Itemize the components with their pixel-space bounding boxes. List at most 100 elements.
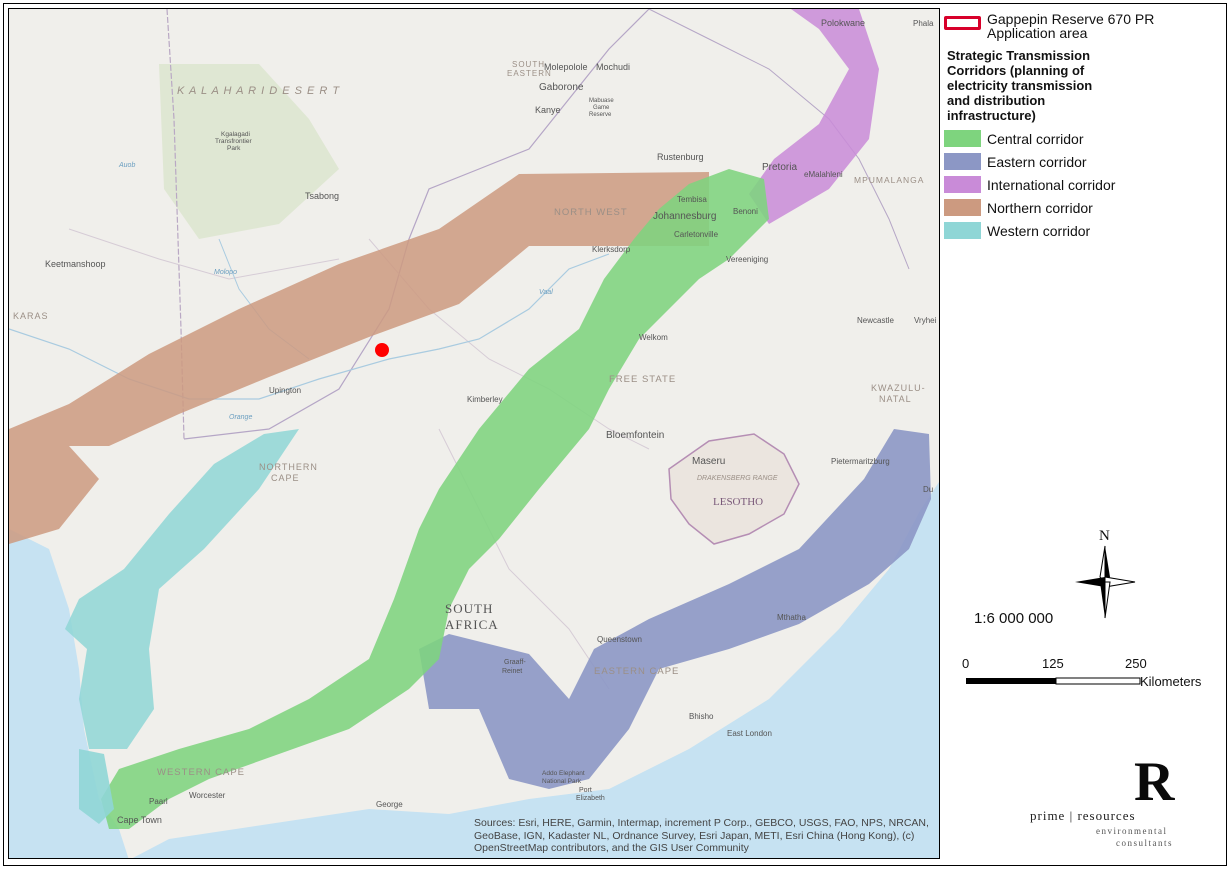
label-eastern-cape: EASTERN CAPE bbox=[594, 666, 679, 677]
label-kgalagadi-1: Kgalagadi bbox=[221, 131, 250, 138]
label-molopo-river: Molopo bbox=[214, 269, 237, 276]
label-benoni: Benoni bbox=[733, 207, 758, 216]
label-karas: KARAS bbox=[13, 311, 49, 321]
label-port-elizabeth-1: Port bbox=[579, 787, 592, 794]
label-south-africa-2: AFRICA bbox=[445, 617, 499, 632]
label-johannesburg: Johannesburg bbox=[653, 211, 716, 222]
application-area-swatch bbox=[944, 16, 981, 30]
label-cape-town: Cape Town bbox=[117, 815, 162, 825]
legend-item-northern: Northern corridor bbox=[944, 196, 1224, 219]
label-molepolole: Molepolole bbox=[544, 62, 588, 72]
label-tsabong: Tsabong bbox=[305, 191, 339, 201]
label-gaborone: Gaborone bbox=[539, 82, 584, 93]
label-south-eastern-1: SOUTH bbox=[512, 60, 545, 69]
label-durban: Du bbox=[923, 485, 933, 494]
label-kalahari: K A L A H A R I D E S E R T bbox=[177, 85, 340, 97]
label-rustenburg: Rustenburg bbox=[657, 152, 704, 162]
application-area-marker[interactable] bbox=[375, 343, 389, 357]
label-vryheid: Vryhei bbox=[914, 316, 937, 325]
logo-name-right: resources bbox=[1077, 808, 1136, 823]
label-newcastle: Newcastle bbox=[857, 316, 894, 325]
swatch-northern bbox=[944, 199, 981, 216]
logo-sub2: consultants bbox=[1116, 838, 1173, 848]
eastern-corridor[interactable] bbox=[419, 429, 931, 789]
label-vereeniging: Vereeniging bbox=[726, 255, 768, 264]
label-polokwane: Polokwane bbox=[821, 18, 865, 28]
application-area-name: Gappepin Reserve 670 PR bbox=[987, 11, 1155, 27]
label-south-eastern-2: EASTERN bbox=[507, 69, 552, 78]
western-corridor[interactable] bbox=[65, 429, 299, 749]
scale-bar: 0 125 250 Kilometers bbox=[962, 656, 1202, 689]
legend-label-central: Central corridor bbox=[987, 130, 1084, 147]
label-mabuasehube-1: Mabuase bbox=[589, 98, 614, 104]
logo-sub1: environmental bbox=[1096, 826, 1168, 836]
legend: Gappepin Reserve 670 PR Application area… bbox=[944, 12, 1224, 242]
label-emalahleni: eMalahleni bbox=[804, 170, 843, 179]
logo-separator: | bbox=[1069, 808, 1074, 823]
label-vaal-river: Vaal bbox=[539, 289, 553, 296]
scale-unit: Kilometers bbox=[1140, 674, 1202, 689]
swatch-central bbox=[944, 130, 981, 147]
northern-corridor-tail[interactable] bbox=[9, 446, 99, 544]
label-keetmanshoop: Keetmanshoop bbox=[45, 259, 106, 269]
label-kgalagadi-3: Park bbox=[227, 145, 241, 152]
north-label: N bbox=[1099, 528, 1110, 544]
map-canvas[interactable]: K A L A H A R I D E S E R T NORTH WEST F… bbox=[9, 9, 940, 859]
swatch-eastern bbox=[944, 153, 981, 170]
legend-label-international: International corridor bbox=[987, 176, 1116, 193]
label-kimberley: Kimberley bbox=[467, 395, 503, 404]
north-arrow-n-light bbox=[1099, 545, 1106, 584]
label-mthatha: Mthatha bbox=[777, 613, 806, 622]
label-south-africa-1: SOUTH bbox=[445, 601, 493, 616]
label-graaff-reinet-2: Reinet bbox=[502, 668, 522, 675]
label-northern-cape-1: NORTHERN bbox=[259, 462, 318, 472]
label-pietermaritzburg: Pietermaritzburg bbox=[831, 457, 890, 466]
map-panel[interactable]: K A L A H A R I D E S E R T NORTH WEST F… bbox=[8, 8, 940, 859]
northern-corridor[interactable] bbox=[9, 172, 709, 446]
label-north-west: NORTH WEST bbox=[554, 207, 628, 218]
label-lesotho: LESOTHO bbox=[713, 496, 763, 508]
province-boundary-3 bbox=[68, 228, 340, 280]
legend-corridors-title: Strategic Transmission Corridors (planni… bbox=[947, 48, 1093, 123]
label-kanye: Kanye bbox=[535, 105, 561, 115]
legend-item-western: Western corridor bbox=[944, 219, 1224, 242]
label-queenstown: Queenstown bbox=[597, 635, 642, 644]
logo-name-left: prime bbox=[1030, 808, 1066, 823]
label-klerksdorp: Klerksdorp bbox=[592, 245, 631, 254]
lesotho-outline bbox=[668, 433, 800, 545]
north-arrow-s-light bbox=[1104, 581, 1111, 619]
label-mpumalanga: MPUMALANGA bbox=[854, 175, 924, 185]
application-area-label: Application area bbox=[987, 25, 1088, 41]
label-tembisa: Tembisa bbox=[677, 195, 707, 204]
label-kgalagadi-2: Transfrontier bbox=[215, 138, 252, 145]
legend-application-area: Gappepin Reserve 670 PR Application area bbox=[944, 12, 1224, 40]
atlantic-ocean bbox=[9, 529, 129, 858]
label-addo-1: Addo Elephant bbox=[542, 770, 585, 777]
scale-tick-0: 0 bbox=[962, 656, 969, 671]
kgalagadi-park-area bbox=[159, 64, 339, 239]
international-corridor[interactable] bbox=[749, 9, 879, 224]
scale-tick-250: 250 bbox=[1125, 656, 1147, 671]
label-welkom: Welkom bbox=[639, 333, 668, 342]
logo-letter: R bbox=[1134, 751, 1175, 813]
label-mochudi: Mochudi bbox=[596, 62, 630, 72]
label-kwazulu-1: KWAZULU- bbox=[871, 383, 926, 393]
label-addo-2: National Park bbox=[542, 778, 582, 785]
label-bloemfontein: Bloemfontein bbox=[606, 430, 664, 441]
label-carletonville: Carletonville bbox=[674, 230, 719, 239]
legend-label-northern: Northern corridor bbox=[987, 199, 1093, 216]
label-free-state: FREE STATE bbox=[609, 374, 676, 385]
scale-ratio: 1:6 000 000 bbox=[974, 610, 1054, 627]
western-corridor-coast[interactable] bbox=[79, 749, 114, 824]
label-pretoria: Pretoria bbox=[762, 162, 797, 173]
map-attribution: Sources: Esri, HERE, Garmin, Intermap, i… bbox=[474, 817, 929, 854]
scale-segment-dark bbox=[966, 678, 1056, 684]
indian-ocean bbox=[132, 482, 939, 858]
label-orange-river: Orange bbox=[229, 414, 252, 421]
swatch-western bbox=[944, 222, 981, 239]
label-drakensberg: DRAKENSBERG RANGE bbox=[697, 475, 778, 482]
label-george: George bbox=[376, 800, 403, 809]
label-graaff-reinet-1: Graaff- bbox=[504, 659, 526, 666]
label-bhisho: Bhisho bbox=[689, 712, 714, 721]
central-corridor[interactable] bbox=[101, 169, 769, 829]
